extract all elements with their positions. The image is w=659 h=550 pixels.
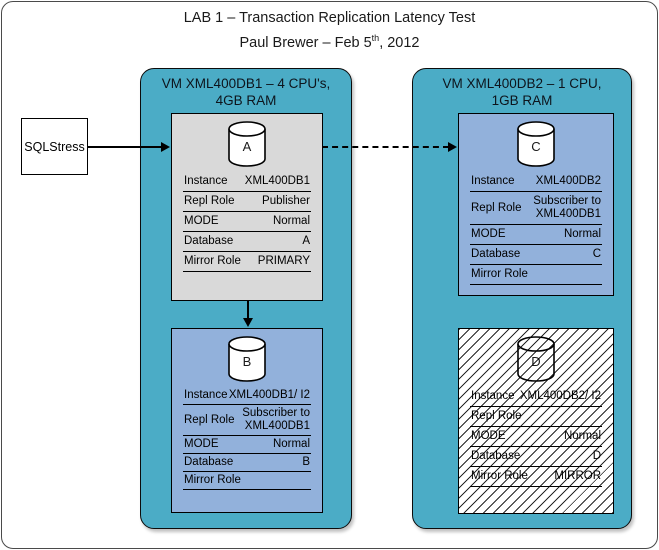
db-letter-c: C [531, 139, 540, 154]
node-b-table: Instance XML400DB1/ I2 Repl Role Subscri… [183, 387, 311, 490]
diagram-subtitle: Paul Brewer – Feb 5th, 2012 [0, 29, 659, 53]
row-value: XML400DB2/ I2 [519, 390, 601, 402]
row-value: Normal [563, 430, 601, 442]
table-row: MODE Normal [183, 436, 311, 454]
row-label: Instance [184, 175, 228, 187]
arrow-shaft [88, 146, 162, 148]
table-row: Mirror Role [183, 472, 311, 490]
vm1-title-line1: VM XML400DB1 – 4 CPU's, [161, 76, 331, 91]
vm1-title-line2: 4GB RAM [215, 93, 277, 108]
db-letter-b: B [243, 354, 252, 369]
vm-xml400db1-container: VM XML400DB1 – 4 CPU's, 4GB RAM A Instan… [140, 68, 352, 529]
row-value: Publisher [262, 195, 310, 207]
row-label: Repl Role [184, 195, 235, 207]
sqlstress-label: SQLStress [24, 139, 85, 154]
database-cylinder-icon: B [228, 336, 266, 382]
row-label: Mirror Role [184, 255, 241, 267]
row-label: Repl Role [471, 410, 522, 422]
row-label: Database [184, 456, 234, 468]
arrow-down-icon [243, 318, 253, 327]
vm1-title: VM XML400DB1 – 4 CPU's, 4GB RAM [141, 75, 351, 109]
row-label: Database [471, 450, 521, 462]
row-value: D [592, 450, 601, 462]
db-node-a: A Instance XML400DB1 Repl Role Publisher… [171, 113, 323, 301]
row-value: XML400DB1/ I2 [228, 389, 310, 401]
table-row: Repl Role Subscriber to XML400DB1 [183, 405, 311, 436]
row-value: PRIMARY [257, 255, 310, 267]
row-value: Subscriber to XML400DB1 [533, 195, 601, 220]
row-value: Subscriber to XML400DB1 [242, 407, 310, 432]
vm2-title-line2: 1GB RAM [491, 93, 553, 108]
table-row: Instance XML400DB2 [470, 172, 602, 192]
row-label: Database [471, 248, 521, 260]
table-row: Instance XML400DB1/ I2 [183, 387, 311, 405]
table-row: Mirror Role PRIMARY [183, 252, 311, 272]
row-label: Repl Role [184, 413, 235, 426]
node-c-table: Instance XML400DB2 Repl Role Subscriber … [470, 172, 602, 285]
subtitle-pre: Paul Brewer – Feb 5 [239, 34, 372, 51]
table-row: MODE Normal [470, 225, 602, 245]
row-value: Normal [272, 438, 310, 450]
row-value: XML400DB1 [244, 175, 310, 187]
arrow-right-icon [161, 142, 170, 152]
table-row: Repl Role Subscriber to XML400DB1 [470, 192, 602, 225]
table-row: Database A [183, 232, 311, 252]
arrow-a-to-c-dashed [322, 142, 457, 152]
row-value: A [302, 235, 310, 247]
diagram-title: LAB 1 – Transaction Replication Latency … [183, 10, 476, 26]
table-row: Repl Role [470, 407, 602, 427]
row-label: MODE [471, 430, 506, 442]
row-label: Instance [184, 389, 228, 401]
row-label: Mirror Role [471, 470, 528, 482]
table-row: Instance XML400DB1 [183, 172, 311, 192]
database-cylinder-icon: D [517, 336, 555, 382]
row-value: C [592, 248, 601, 260]
vm2-title-line1: VM XML400DB2 – 1 CPU, [442, 76, 602, 91]
row-value: XML400DB2 [535, 175, 601, 187]
row-label: Mirror Role [184, 474, 241, 486]
row-label: Instance [471, 175, 515, 187]
db-node-b: B Instance XML400DB1/ I2 Repl Role Subsc… [171, 328, 323, 513]
database-cylinder-icon: A [228, 121, 266, 167]
arrow-sqlstress-to-a [88, 142, 170, 152]
arrow-shaft-dashed [322, 146, 449, 148]
table-row: Instance XML400DB2/ I2 [470, 387, 602, 407]
row-label: MODE [184, 215, 219, 227]
table-row: Repl Role Publisher [183, 192, 311, 212]
vm-xml400db2-container: VM XML400DB2 – 1 CPU, 1GB RAM C Instance… [412, 68, 632, 529]
sqlstress-box: SQLStress [21, 118, 88, 175]
db-letter-d: D [531, 354, 540, 369]
row-label: Mirror Role [471, 268, 528, 280]
row-label: MODE [184, 438, 219, 450]
db-letter-a: A [243, 139, 252, 154]
arrow-shaft [247, 300, 249, 319]
row-label: Repl Role [471, 201, 522, 214]
row-label: Instance [471, 390, 515, 402]
row-label: Database [184, 235, 234, 247]
db-node-d: D Instance XML400DB2/ I2 Repl Role MODE … [458, 328, 614, 514]
db-node-c: C Instance XML400DB2 Repl Role Subscribe… [458, 113, 614, 296]
row-label: MODE [471, 228, 506, 240]
arrow-a-to-b [243, 300, 253, 327]
node-a-table: Instance XML400DB1 Repl Role Publisher M… [183, 172, 311, 272]
table-row: Database D [470, 447, 602, 467]
row-value: Normal [272, 215, 310, 227]
table-row: Mirror Role MIRROR [470, 467, 602, 487]
row-value: B [302, 456, 310, 468]
subtitle-post: , 2012 [379, 34, 420, 51]
table-row: MODE Normal [183, 212, 311, 232]
database-cylinder-icon: C [517, 121, 555, 167]
table-row: Mirror Role [470, 265, 602, 285]
row-value: MIRROR [554, 470, 601, 482]
node-d-table: Instance XML400DB2/ I2 Repl Role MODE No… [470, 387, 602, 487]
arrow-right-icon [448, 142, 457, 152]
subtitle-superscript: th [371, 33, 380, 43]
vm2-title: VM XML400DB2 – 1 CPU, 1GB RAM [413, 75, 631, 109]
table-row: Database B [183, 454, 311, 472]
table-row: MODE Normal [470, 427, 602, 447]
row-value: Normal [563, 228, 601, 240]
table-row: Database C [470, 245, 602, 265]
